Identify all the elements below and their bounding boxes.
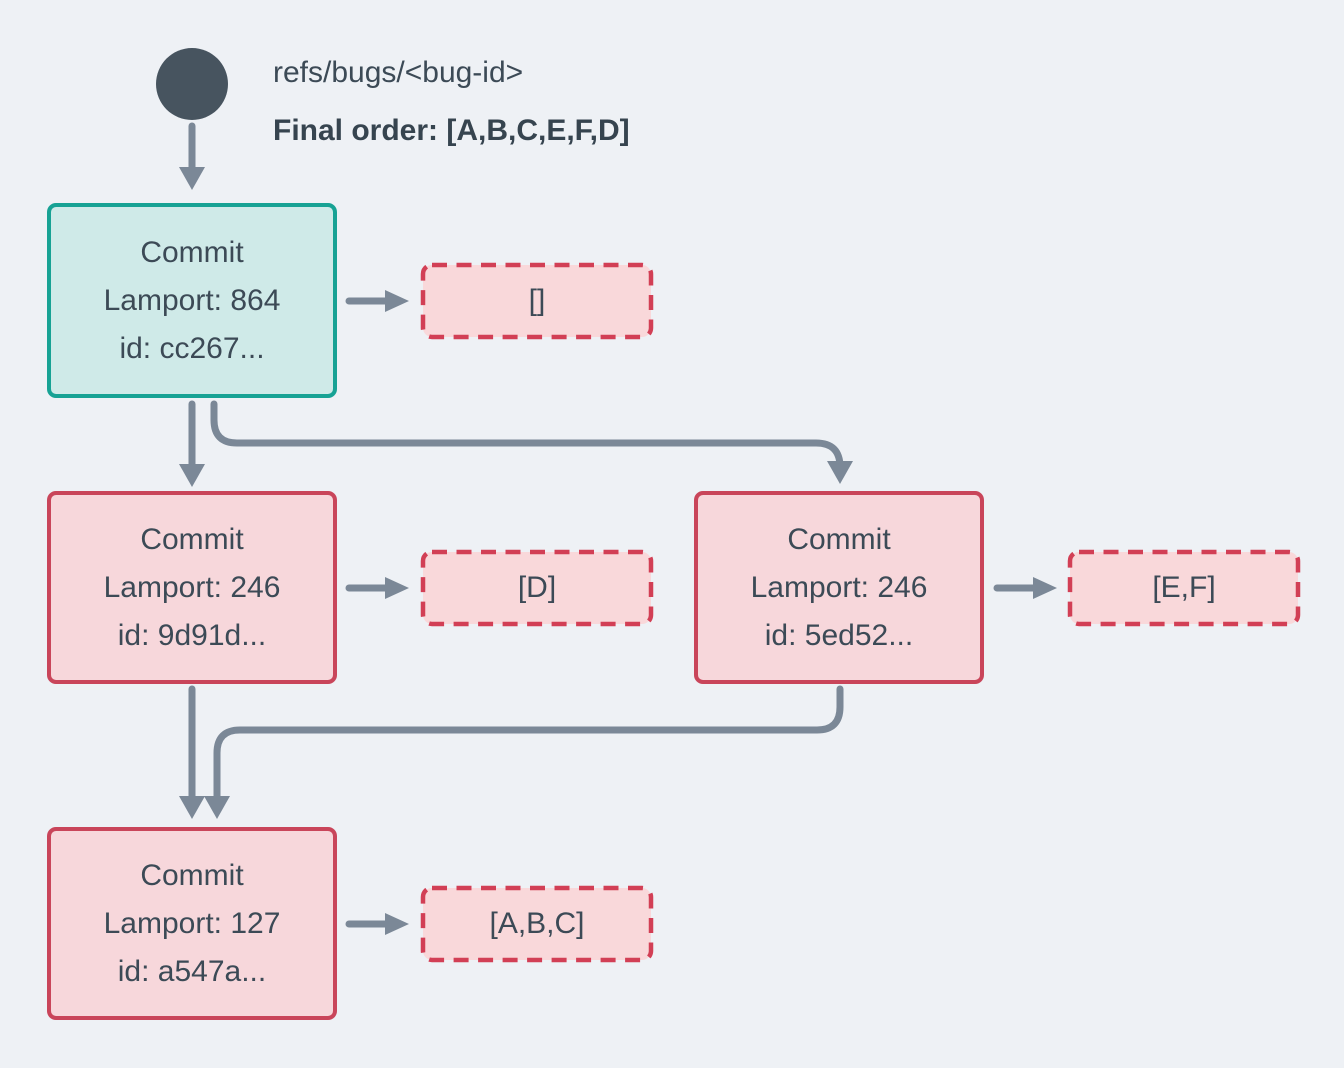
operations-box-abc bbox=[420, 885, 654, 963]
arrowhead-icon bbox=[827, 461, 853, 484]
ref-head-circle bbox=[156, 48, 228, 120]
commit-id: id: 9d91d... bbox=[117, 618, 267, 652]
commit-lamport: Lamport: 127 bbox=[103, 906, 281, 940]
operations-box-ef bbox=[1067, 549, 1301, 627]
commit-title: Commit bbox=[140, 235, 244, 269]
arrowhead-icon bbox=[179, 796, 205, 819]
operations-list-label: [D] bbox=[517, 571, 557, 604]
arrowhead-icon bbox=[179, 464, 205, 487]
arrowhead-icon bbox=[385, 913, 409, 935]
commit-title: Commit bbox=[787, 522, 891, 556]
final-order-label: Final order: [A,B,C,E,F,D] bbox=[273, 114, 630, 147]
commit-lamport: Lamport: 864 bbox=[103, 283, 281, 317]
commit-title: Commit bbox=[140, 522, 244, 556]
commit-id: id: cc267... bbox=[119, 331, 265, 365]
arrowhead-icon bbox=[1033, 577, 1057, 599]
commit-title: Commit bbox=[140, 858, 244, 892]
commit-node-right: Commit Lamport: 246 id: 5ed52... bbox=[694, 491, 984, 684]
commit-node-left: Commit Lamport: 246 id: 9d91d... bbox=[47, 491, 337, 684]
operations-list-label: [] bbox=[528, 284, 546, 317]
commit-node-bottom: Commit Lamport: 127 id: a547a... bbox=[47, 827, 337, 1020]
arrowhead-icon bbox=[385, 290, 409, 312]
operations-list-label: [E,F] bbox=[1152, 571, 1216, 604]
commit-id: id: a547a... bbox=[117, 954, 267, 988]
commit-id: id: 5ed52... bbox=[764, 618, 914, 652]
commit-lamport: Lamport: 246 bbox=[750, 570, 928, 604]
operations-list-label: [A,B,C] bbox=[489, 907, 585, 940]
arrowhead-icon bbox=[179, 167, 205, 190]
operations-box-d bbox=[420, 549, 654, 627]
operations-box-empty bbox=[420, 262, 654, 340]
arrowhead-icon bbox=[204, 796, 230, 819]
arrowhead-icon bbox=[385, 577, 409, 599]
ref-label: refs/bugs/<bug-id> bbox=[273, 56, 524, 89]
edge-commit3-to-commit4 bbox=[213, 685, 844, 801]
commit-node-head: Commit Lamport: 864 id: cc267... bbox=[47, 203, 337, 398]
edge-commit1-to-commit3 bbox=[210, 400, 844, 471]
commit-lamport: Lamport: 246 bbox=[103, 570, 281, 604]
